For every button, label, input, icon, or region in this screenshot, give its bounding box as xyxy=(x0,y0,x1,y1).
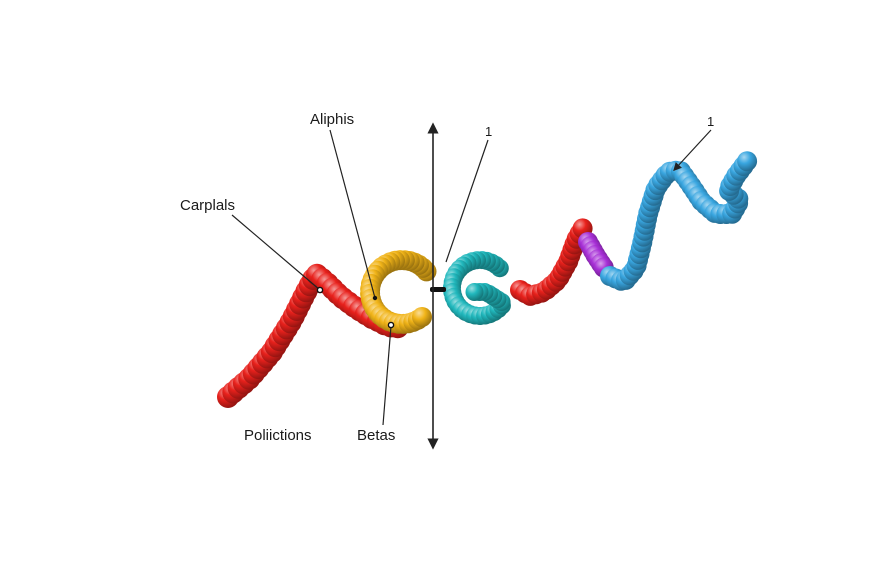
teal-g-segment xyxy=(443,251,511,325)
yellow-c-segment xyxy=(360,250,437,334)
label-aliphis: Aliphis xyxy=(310,111,354,128)
leader-betas xyxy=(382,325,392,426)
label-one-right: 1 xyxy=(707,114,714,129)
bead-chain xyxy=(217,151,758,408)
leader-carplals xyxy=(231,214,321,291)
label-carplals: Carplals xyxy=(180,197,235,214)
bead xyxy=(465,283,484,301)
red-turn-segment xyxy=(510,218,593,306)
purple-junction-segment xyxy=(578,232,614,278)
label-one-left: 1 xyxy=(485,124,492,139)
label-betas: Betas xyxy=(357,427,395,444)
marker-dot-aliphis xyxy=(372,295,378,301)
marker-dot-carplals xyxy=(316,286,324,294)
blue-helix-segment xyxy=(600,151,758,291)
leader-one-right xyxy=(673,129,712,172)
leader-aliphis xyxy=(329,129,376,299)
bead xyxy=(412,307,432,327)
leader-one-left xyxy=(445,139,489,263)
marker-dot-betas xyxy=(387,321,395,329)
bead xyxy=(737,151,758,172)
label-polictions: Poliictions xyxy=(244,427,312,444)
